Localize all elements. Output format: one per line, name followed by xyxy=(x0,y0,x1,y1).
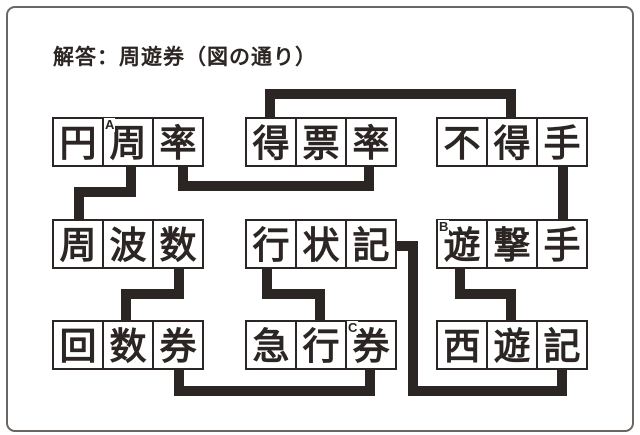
kanji-char: 周 xyxy=(59,224,97,266)
kanji-cell: 行 xyxy=(247,221,295,267)
kanji-cell: 記 xyxy=(536,322,586,368)
link-kou xyxy=(262,266,325,323)
kanji-char: 率 xyxy=(159,122,197,164)
kanji-cell: 票 xyxy=(295,119,345,165)
kanji-char: 数 xyxy=(109,325,147,367)
kanji-cell: 撃 xyxy=(486,221,536,267)
kanji-char: 不 xyxy=(443,122,481,164)
kanji-char: 遊 xyxy=(493,325,531,367)
kanji-char: 遊 xyxy=(443,224,481,266)
word-box-kaisuken: 回数券 xyxy=(52,320,204,370)
link-yuu xyxy=(455,266,516,323)
kanji-cell: 行 xyxy=(295,322,345,368)
answer-title: 解答：周遊券（図の通り） xyxy=(53,46,317,69)
kanji-char: 西 xyxy=(443,325,481,367)
kanji-char: 率 xyxy=(352,122,390,164)
word-box-futokute: 不得手 xyxy=(436,117,588,167)
link-suu xyxy=(121,266,184,323)
kanji-cell: 円 xyxy=(54,119,102,165)
kanji-char: 得 xyxy=(252,122,290,164)
kanji-cell: 状 xyxy=(295,221,345,267)
kanji-char: 急 xyxy=(252,325,290,367)
kanji-cell: 率 xyxy=(152,119,202,165)
kanji-char: 円 xyxy=(59,122,97,164)
kanji-char: 周 xyxy=(109,122,147,164)
kanji-cell: 不 xyxy=(438,119,486,165)
link-shuu xyxy=(74,164,136,222)
kanji-cell: 回 xyxy=(54,322,102,368)
link-toku xyxy=(265,89,516,120)
kanji-char: 手 xyxy=(543,224,581,266)
word-box-shuhasu: 周波数 xyxy=(52,219,204,269)
kanji-cell: 手 xyxy=(536,119,586,165)
kanji-char: 記 xyxy=(352,224,390,266)
kanji-char: 券 xyxy=(159,325,197,367)
kanji-char: 行 xyxy=(252,224,290,266)
kanji-char: 行 xyxy=(302,325,340,367)
link-ki xyxy=(394,241,567,396)
kanji-cell: 数 xyxy=(102,322,152,368)
kanji-char: 票 xyxy=(302,122,340,164)
kanji-char: 状 xyxy=(302,224,340,266)
link-ken xyxy=(174,367,375,396)
kanji-cell: 波 xyxy=(102,221,152,267)
kanji-cell: 数 xyxy=(152,221,202,267)
marker-label-b: B xyxy=(438,219,450,234)
kanji-cell: 得 xyxy=(247,119,295,165)
kanji-char: 記 xyxy=(543,325,581,367)
kanji-char: 数 xyxy=(159,224,197,266)
word-box-gyojoki: 行状記 xyxy=(245,219,397,269)
kanji-cell: 遊 xyxy=(486,322,536,368)
link-ritsu xyxy=(178,164,374,191)
kanji-cell: 急 xyxy=(247,322,295,368)
kanji-cell: 記 xyxy=(345,221,395,267)
kanji-cell: 率 xyxy=(345,119,395,165)
kanji-char: 回 xyxy=(59,325,97,367)
kanji-cell: 得 xyxy=(486,119,536,165)
word-box-tokuhyoritsu: 得票率 xyxy=(245,117,397,167)
kanji-char: 波 xyxy=(109,224,147,266)
kanji-char: 得 xyxy=(493,122,531,164)
kanji-cell: 周 xyxy=(54,221,102,267)
kanji-cell: 手 xyxy=(536,221,586,267)
kanji-char: 券 xyxy=(352,325,390,367)
kanji-char: 撃 xyxy=(493,224,531,266)
marker-label-c: C xyxy=(347,320,359,335)
word-box-saiyuki: 西遊記 xyxy=(436,320,588,370)
kanji-char: 手 xyxy=(543,122,581,164)
kanji-cell: 券 xyxy=(152,322,202,368)
marker-label-a: A xyxy=(104,117,116,132)
kanji-cell: 西 xyxy=(438,322,486,368)
